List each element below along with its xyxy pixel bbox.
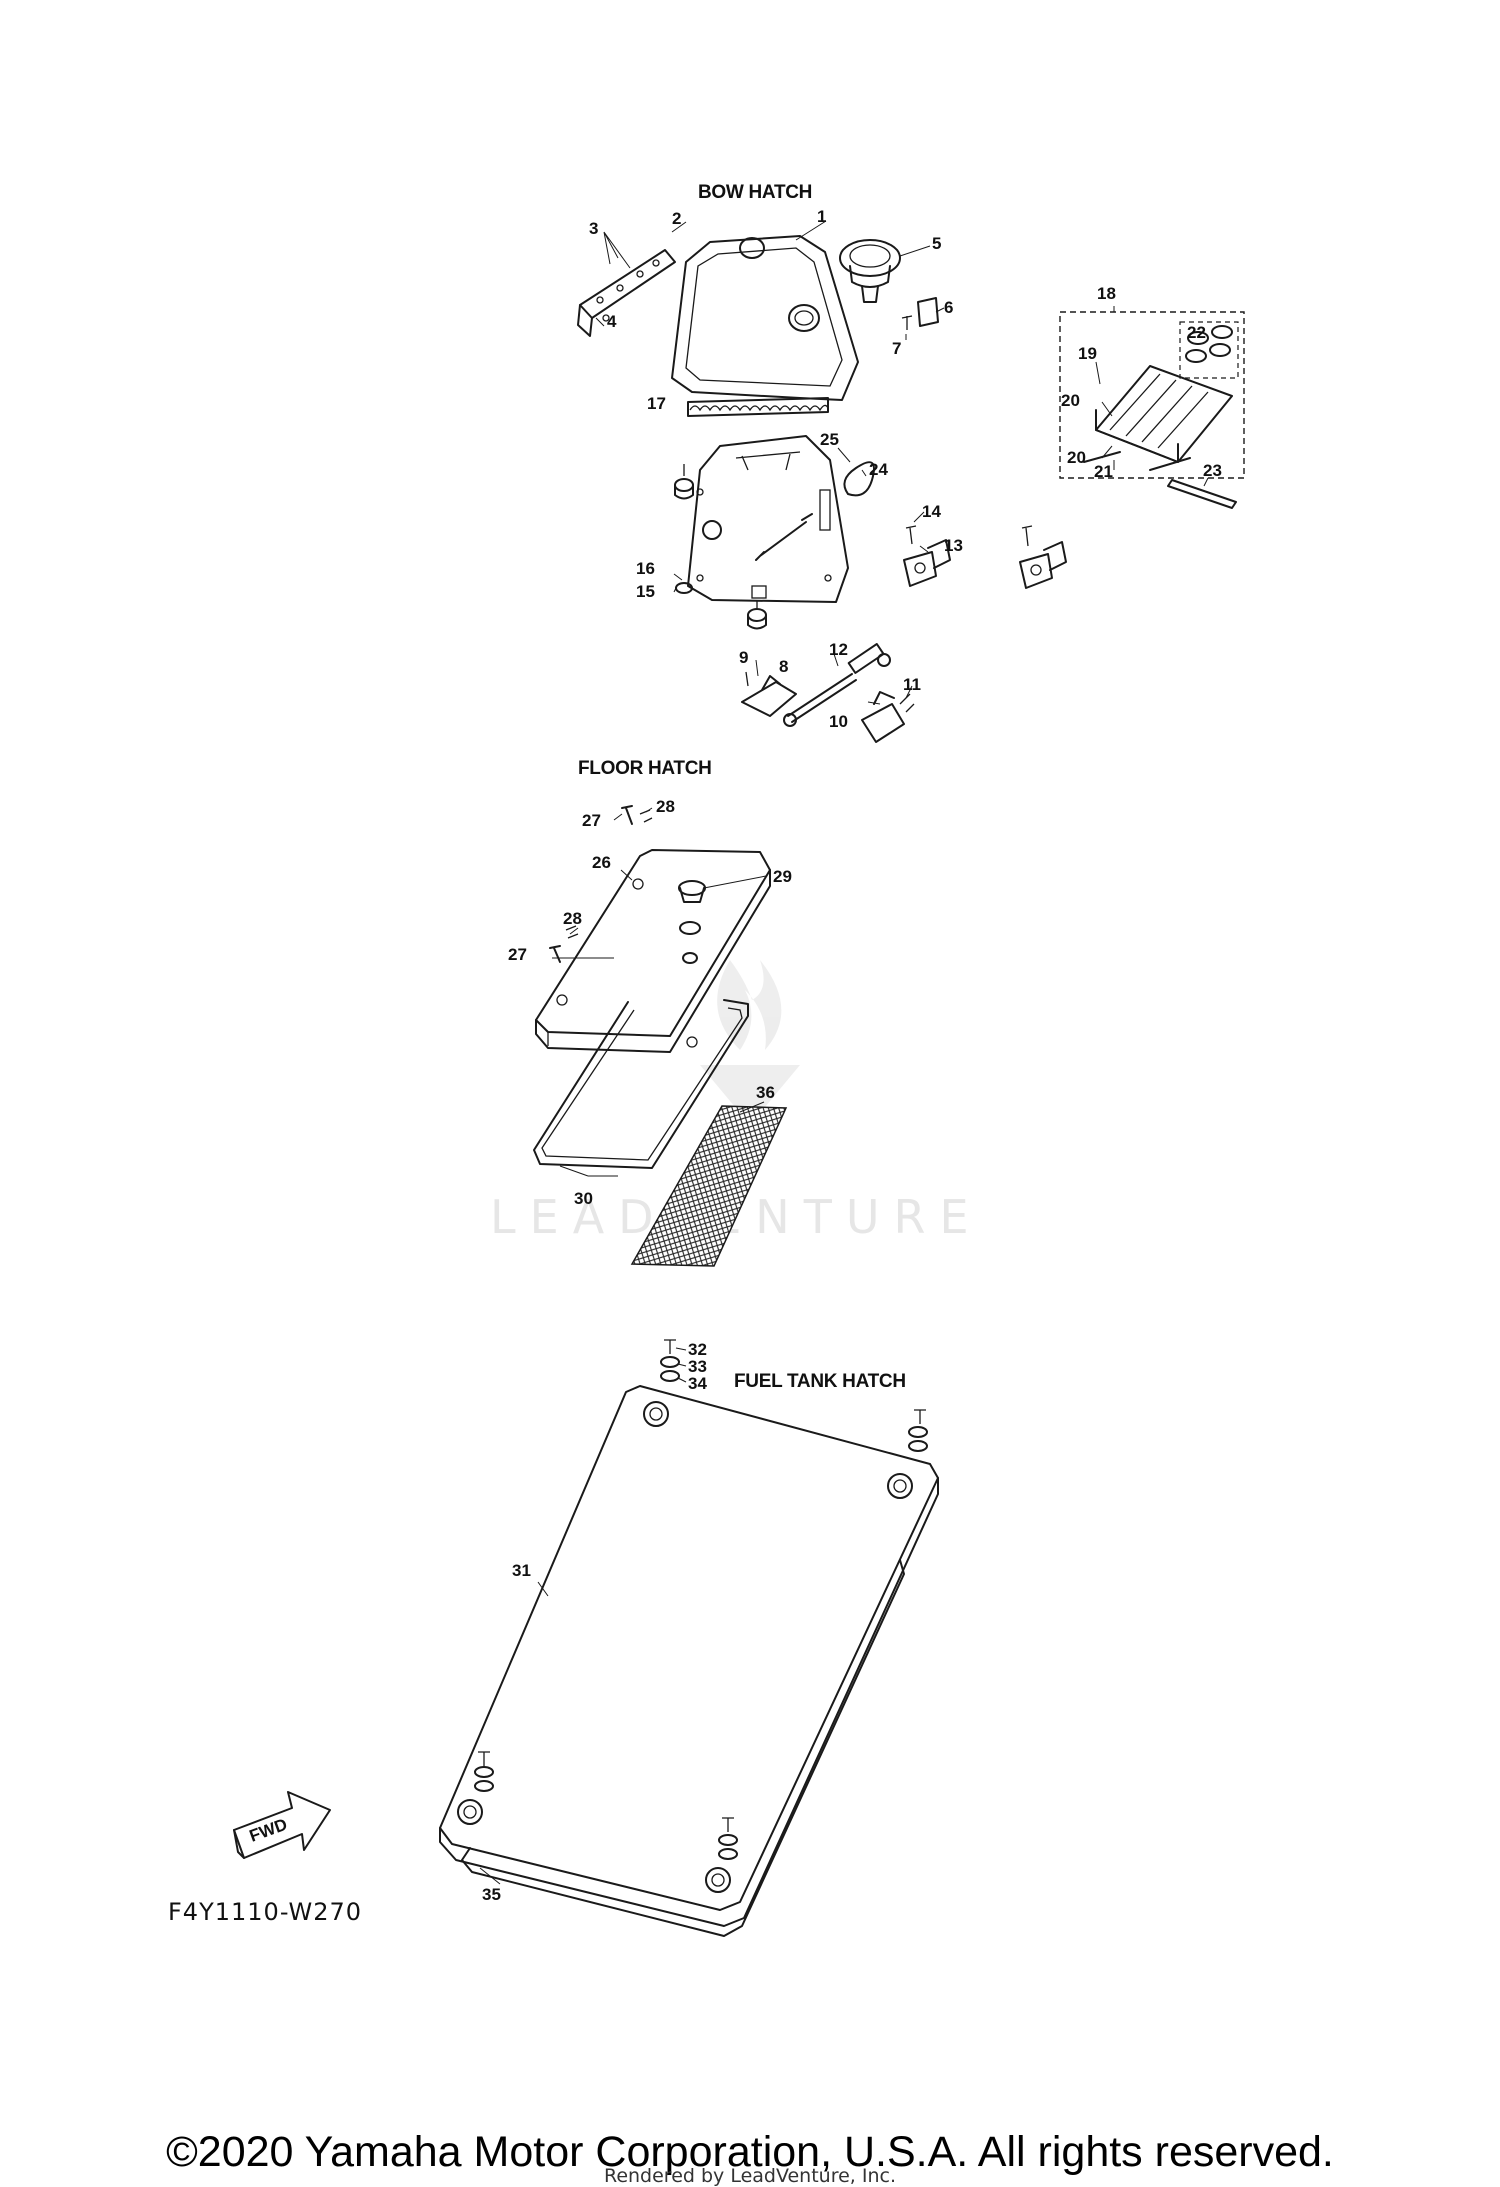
callout-3: 3 (589, 219, 598, 238)
callout-36: 36 (756, 1083, 775, 1102)
part-26-floor-hatch-lid[interactable] (535, 849, 771, 1053)
part-17-seal-strip[interactable] (687, 397, 829, 417)
part-23-strap[interactable] (1167, 479, 1237, 509)
callout-26: 26 (592, 853, 611, 872)
callout-20-a: 20 (1061, 391, 1080, 410)
part-18-seat-frame-assembly[interactable] (1059, 311, 1245, 479)
part-24-tether[interactable] (843, 461, 875, 497)
part-35-fuel-hatch-seal[interactable] (461, 1559, 905, 1937)
section-title-fuel-tank-hatch: FUEL TANK HATCH (734, 1371, 906, 1392)
callout-21: 21 (1094, 462, 1113, 481)
drawing-code: F4Y1110-W270 (168, 1898, 363, 1926)
callout-27-b: 27 (508, 945, 527, 964)
callout-11: 11 (903, 675, 921, 694)
callout-19: 19 (1078, 344, 1097, 363)
callout-22: 22 (1187, 323, 1206, 342)
callout-6: 6 (944, 298, 953, 317)
part-bow-hatch-inner-panel[interactable] (687, 435, 849, 603)
callout-12: 12 (829, 640, 848, 659)
callout-15: 15 (636, 582, 655, 601)
callout-13: 13 (944, 536, 963, 555)
callout-34: 34 (688, 1374, 707, 1393)
callout-5: 5 (932, 234, 941, 253)
fuel-tank-hatch-callouts: 32 33 34 31 35 (479, 1340, 707, 1904)
part-2-hinge-bracket[interactable] (577, 249, 676, 337)
callout-10: 10 (829, 712, 848, 731)
callout-33: 33 (688, 1357, 707, 1376)
part-10-strut-bracket[interactable] (861, 691, 915, 743)
bow-hatch-callouts: 1 2 3 4 5 6 7 17 18 19 20 20 21 22 23 24… (589, 207, 1222, 731)
part-29-hatch-fastener[interactable] (678, 880, 706, 964)
part-30-floor-hatch-seal[interactable] (533, 999, 749, 1169)
rendered-by-notice: Rendered by LeadVenture, Inc. (603, 2165, 897, 2187)
part-13-latch[interactable] (903, 525, 951, 587)
part-27-bolt[interactable] (549, 805, 633, 963)
part-15-grommet[interactable] (674, 464, 767, 630)
part-32-bolt-stack[interactable] (474, 1339, 928, 1860)
part-31-fuel-tank-hatch-cover[interactable] (439, 1385, 939, 1927)
callout-28-b: 28 (563, 909, 582, 928)
callout-31: 31 (512, 1561, 531, 1580)
callout-29: 29 (773, 867, 792, 886)
callout-1: 1 (817, 207, 826, 226)
callout-35: 35 (482, 1885, 501, 1904)
callout-4: 4 (607, 312, 617, 331)
part-1-bow-hatch-frame[interactable] (671, 235, 859, 401)
callout-24: 24 (869, 460, 888, 479)
callout-17: 17 (647, 394, 666, 413)
callout-8: 8 (779, 657, 788, 676)
callout-30: 30 (574, 1189, 593, 1208)
callout-27-a: 27 (582, 811, 601, 830)
callout-7: 7 (892, 339, 901, 358)
fwd-arrow-icon: FWD (233, 1791, 331, 1859)
section-title-floor-hatch: FLOOR HATCH (578, 758, 712, 779)
part-13-latch-2[interactable] (1019, 525, 1067, 589)
part-6-clip[interactable] (901, 297, 939, 330)
part-5-drain-plug[interactable] (839, 239, 901, 303)
callout-23: 23 (1203, 461, 1222, 480)
part-12-gas-strut[interactable] (783, 643, 891, 727)
callout-9: 9 (739, 648, 748, 667)
part-8-hinge-base[interactable] (741, 671, 797, 717)
part-36-mesh-mat[interactable] (630, 1105, 788, 1267)
callout-14: 14 (922, 502, 941, 521)
section-title-bow-hatch: BOW HATCH (698, 182, 812, 203)
callout-25: 25 (820, 430, 839, 449)
callout-18: 18 (1097, 284, 1116, 303)
copyright-notice: ©2020 Yamaha Motor Corporation, U.S.A. A… (166, 2128, 1334, 2176)
callout-20-b: 20 (1067, 448, 1086, 467)
callout-28-a: 28 (656, 797, 675, 816)
callout-2: 2 (672, 209, 681, 228)
callout-16: 16 (636, 559, 655, 578)
floor-hatch-callouts: 27 28 26 29 28 27 36 30 (508, 797, 792, 1208)
callout-32: 32 (688, 1340, 707, 1359)
